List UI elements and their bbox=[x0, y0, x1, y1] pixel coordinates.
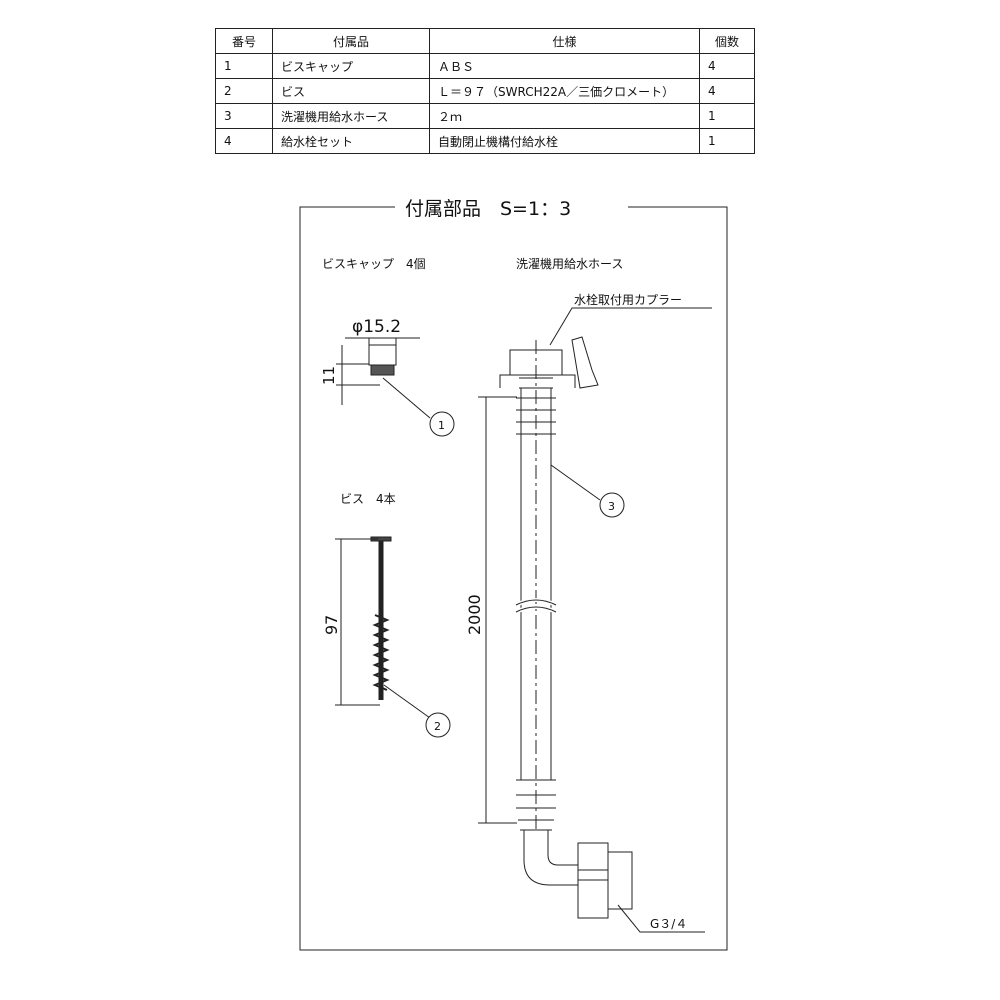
screw-label: ビス 4本 bbox=[340, 492, 396, 506]
coupler-label: 水栓取付用カプラー bbox=[574, 292, 682, 307]
cap-diameter-dim: φ15.2 bbox=[352, 317, 401, 337]
cell: 1 bbox=[699, 128, 755, 154]
screw-length-dim: 97 bbox=[322, 615, 341, 635]
cell: 4 bbox=[215, 128, 273, 154]
cap-height-dim: 11 bbox=[320, 366, 338, 385]
screw bbox=[335, 536, 431, 719]
hose-label: 洗濯機用給水ホース bbox=[516, 256, 623, 271]
hose-length-dim: 2000 bbox=[465, 594, 484, 635]
thread-label: G３/４ bbox=[650, 917, 687, 931]
drawing-frame bbox=[299, 206, 728, 951]
header-number: 番号 bbox=[215, 28, 273, 54]
drawing-title: 付属部品 S=1：3 bbox=[405, 198, 571, 220]
callout-3-label: 3 bbox=[608, 500, 615, 513]
screw-cap bbox=[336, 337, 431, 419]
callout-2 bbox=[425, 712, 451, 738]
callout-3 bbox=[599, 492, 625, 518]
cell: 給水栓セット bbox=[272, 128, 430, 154]
hose bbox=[478, 307, 712, 933]
cell: 4 bbox=[699, 78, 755, 104]
callout-1 bbox=[429, 411, 455, 437]
cell: 3 bbox=[215, 103, 273, 129]
callout-2-label: 2 bbox=[434, 720, 441, 733]
cap-label: ビスキャップ 4個 bbox=[322, 257, 426, 271]
table-header-row: 番号 付属品 仕様 個数 bbox=[215, 28, 755, 54]
cell: 4 bbox=[699, 53, 755, 79]
cell: 自動閉止機構付給水栓 bbox=[429, 128, 700, 154]
cell: Ｌ＝９７（SWRCH22A／三価クロメート） bbox=[429, 78, 700, 104]
cell: ＡＢＳ bbox=[429, 53, 700, 79]
callout-1-label: 1 bbox=[438, 419, 445, 432]
header-part: 付属品 bbox=[272, 28, 430, 54]
header-qty: 個数 bbox=[699, 28, 755, 54]
